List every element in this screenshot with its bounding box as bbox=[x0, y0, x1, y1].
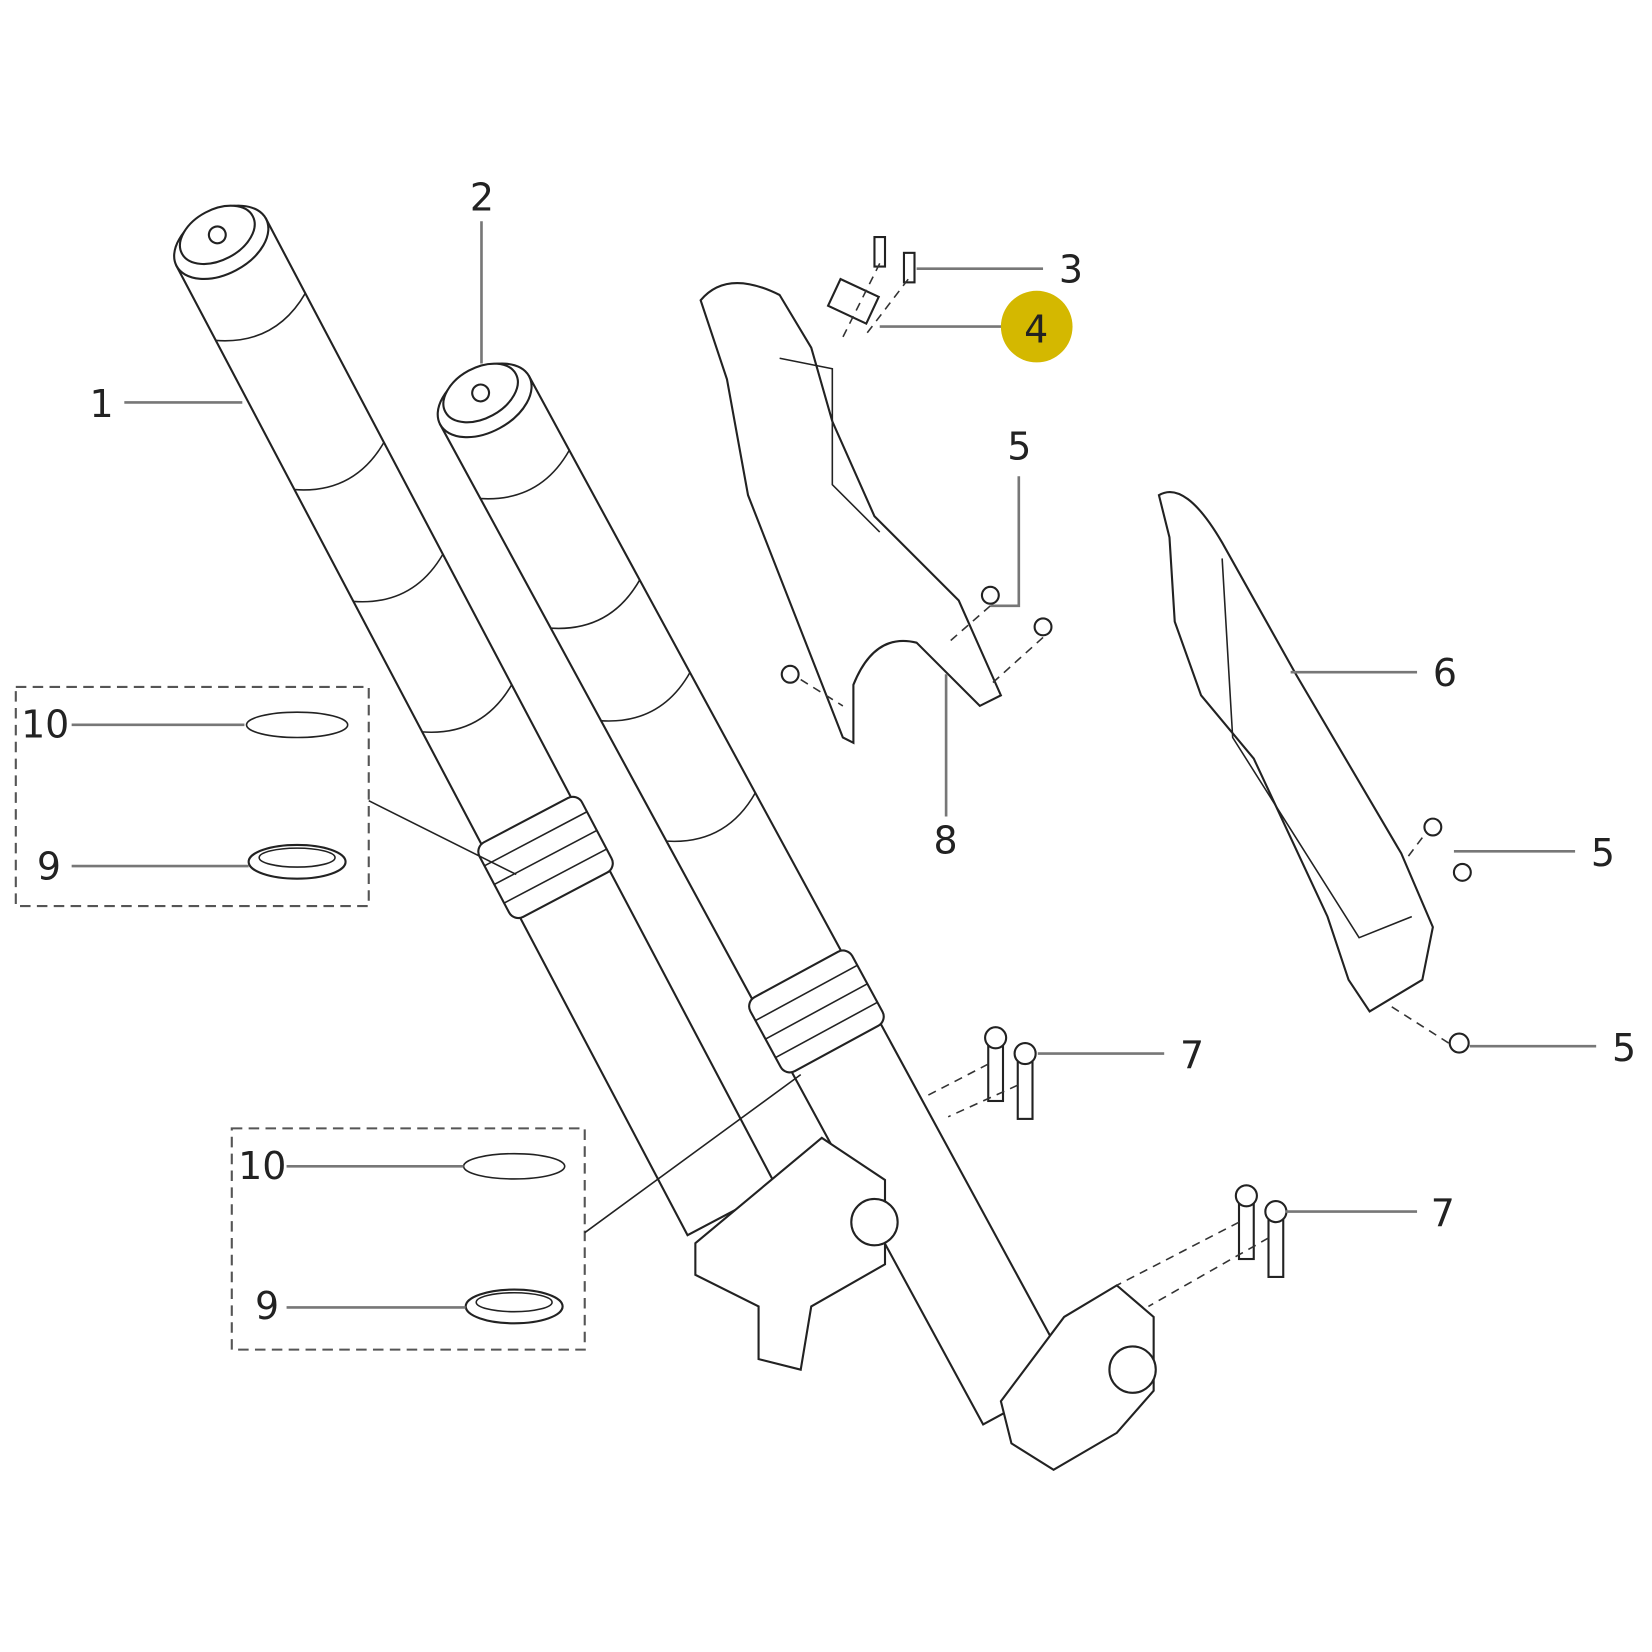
axle-clamp-right bbox=[999, 1284, 1155, 1471]
callout-7[interactable]: 7 bbox=[1180, 1033, 1204, 1077]
callout-9[interactable]: 9 bbox=[37, 845, 61, 889]
seal-kit-box-2 bbox=[230, 1127, 586, 1351]
leader-lines bbox=[71, 221, 1597, 1309]
fork-leg-1[interactable] bbox=[154, 185, 783, 1238]
callout-10[interactable]: 10 bbox=[21, 703, 69, 747]
bolts bbox=[780, 236, 1472, 1278]
callout-8[interactable]: 8 bbox=[933, 818, 957, 862]
highlight-circle bbox=[1000, 290, 1073, 363]
bracket bbox=[826, 277, 881, 325]
callout-5[interactable]: 5 bbox=[1612, 1026, 1636, 1070]
callout-4[interactable]: 4 bbox=[1024, 307, 1048, 351]
callout-6[interactable]: 6 bbox=[1433, 651, 1457, 695]
callout-9[interactable]: 9 bbox=[255, 1284, 279, 1328]
callout-2[interactable]: 2 bbox=[470, 176, 494, 220]
callout-1[interactable]: 1 bbox=[90, 382, 114, 426]
callout-labels: 1 2 3 4 5 8 6 5 5 7 7 10 9 10 9 bbox=[21, 176, 1636, 1328]
callout-3[interactable]: 3 bbox=[1059, 247, 1083, 291]
fork-guard-right[interactable] bbox=[1157, 490, 1434, 1013]
callout-5[interactable]: 5 bbox=[1007, 424, 1031, 468]
callout-5[interactable]: 5 bbox=[1591, 831, 1615, 875]
axle-clamp-left bbox=[694, 1136, 887, 1371]
fork-guard-left[interactable] bbox=[699, 282, 1003, 745]
callout-7[interactable]: 7 bbox=[1431, 1191, 1455, 1235]
callout-10[interactable]: 10 bbox=[238, 1144, 286, 1188]
seal-kit-box-1 bbox=[14, 685, 370, 908]
